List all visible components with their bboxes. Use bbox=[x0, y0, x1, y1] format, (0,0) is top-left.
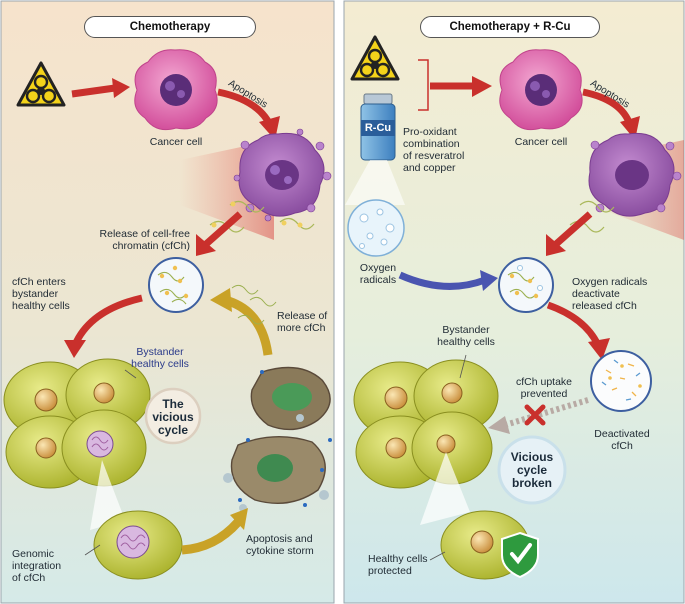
left-panel-title: Chemotherapy bbox=[84, 16, 256, 38]
cancer-cell-right bbox=[499, 49, 583, 131]
cfch-circle-right bbox=[498, 257, 554, 313]
biohazard-icon bbox=[16, 61, 66, 107]
label-pro-oxidant: Pro-oxidant combination of resveratrol a… bbox=[403, 126, 465, 174]
biohazard-icon-right bbox=[350, 35, 400, 81]
label-bystander-right: Bystander healthy cells bbox=[437, 324, 495, 348]
gold-arrow-up bbox=[223, 295, 273, 356]
label-uptake-prevented: cfCh uptake prevented bbox=[515, 376, 573, 400]
vial-label: R-Cu bbox=[364, 122, 392, 134]
right-panel-title: Chemotherapy + R-Cu bbox=[420, 16, 600, 38]
arrow-to-cancer-cell bbox=[71, 78, 130, 98]
label-vicious-cycle: The vicious cycle bbox=[152, 397, 194, 437]
vicious-broken-ring bbox=[497, 435, 567, 505]
label-apoptosis-storm: Apoptosis and cytokine storm bbox=[246, 533, 314, 557]
dying-cancer-cell bbox=[209, 128, 332, 233]
blue-arrow bbox=[398, 271, 487, 290]
vicious-cycle-ring bbox=[144, 387, 202, 445]
check-shield-icon bbox=[501, 531, 539, 579]
label-genomic: Genomic integration of cfCh bbox=[12, 548, 62, 584]
label-oxygen-radicals: Oxygen radicals bbox=[359, 262, 397, 286]
label-deactivated: Deactivated cfCh bbox=[594, 428, 650, 452]
label-bystander: Bystander healthy cells bbox=[131, 346, 189, 370]
deactivated-cfch-circle bbox=[590, 350, 652, 412]
genomic-integration-cell bbox=[93, 510, 183, 580]
vial-icon bbox=[360, 93, 396, 161]
blocked-x-icon bbox=[524, 404, 546, 426]
label-release-cfch: Release of cell-free chromatin (cfCh) bbox=[99, 228, 190, 252]
label-cancer-cell: Cancer cell bbox=[149, 136, 203, 148]
label-radicals-deactivate: Oxygen radicals deactivate released cfCh bbox=[572, 276, 648, 312]
cfch-circle bbox=[148, 257, 204, 313]
bystander-cells bbox=[3, 358, 151, 489]
blocked-uptake-arrow bbox=[504, 397, 589, 428]
dying-cancer-cell-right bbox=[569, 132, 682, 233]
apoptotic-cells bbox=[223, 366, 332, 512]
label-protected: Healthy cells protected bbox=[368, 553, 428, 577]
oxygen-radicals-bubble bbox=[347, 199, 405, 257]
bystander-cells-right bbox=[353, 359, 499, 489]
label-release-more: Release of more cfCh bbox=[277, 310, 328, 334]
gold-arrow-right bbox=[181, 518, 242, 555]
label-cfch-enters: cfCh enters bystander healthy cells bbox=[12, 276, 70, 312]
cancer-cell bbox=[134, 49, 218, 131]
label-cancer-cell-right: Cancer cell bbox=[514, 136, 568, 148]
label-vicious-broken: Vicious cycle broken bbox=[510, 450, 554, 490]
